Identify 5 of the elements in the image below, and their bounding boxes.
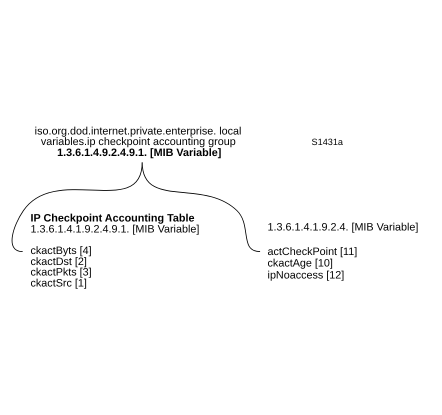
node-text: IP Checkpoint Accounting Table 1.3.6.1.4.1.9.2.4.9.1. [MIB Variable] ckactByts [4] ckactDst [2] ckactPkts [3] ckactSrc [1] [30, 212, 200, 289]
label: S1431a [312, 136, 344, 147]
node-text: iso.org.dod.internet.private.enterprise. local variables.ip checkpoint accounting group 1.3.6.1.4.9.2.4.9.1. [MIB Variable] [34, 124, 242, 159]
connector [142, 161, 260, 252]
node-text: 1.3.6.1.4.1.9.2.4. [MIB Variable] actCheckPoint [11] ckactAge [10] ipNoaccess [12] [268, 221, 418, 281]
